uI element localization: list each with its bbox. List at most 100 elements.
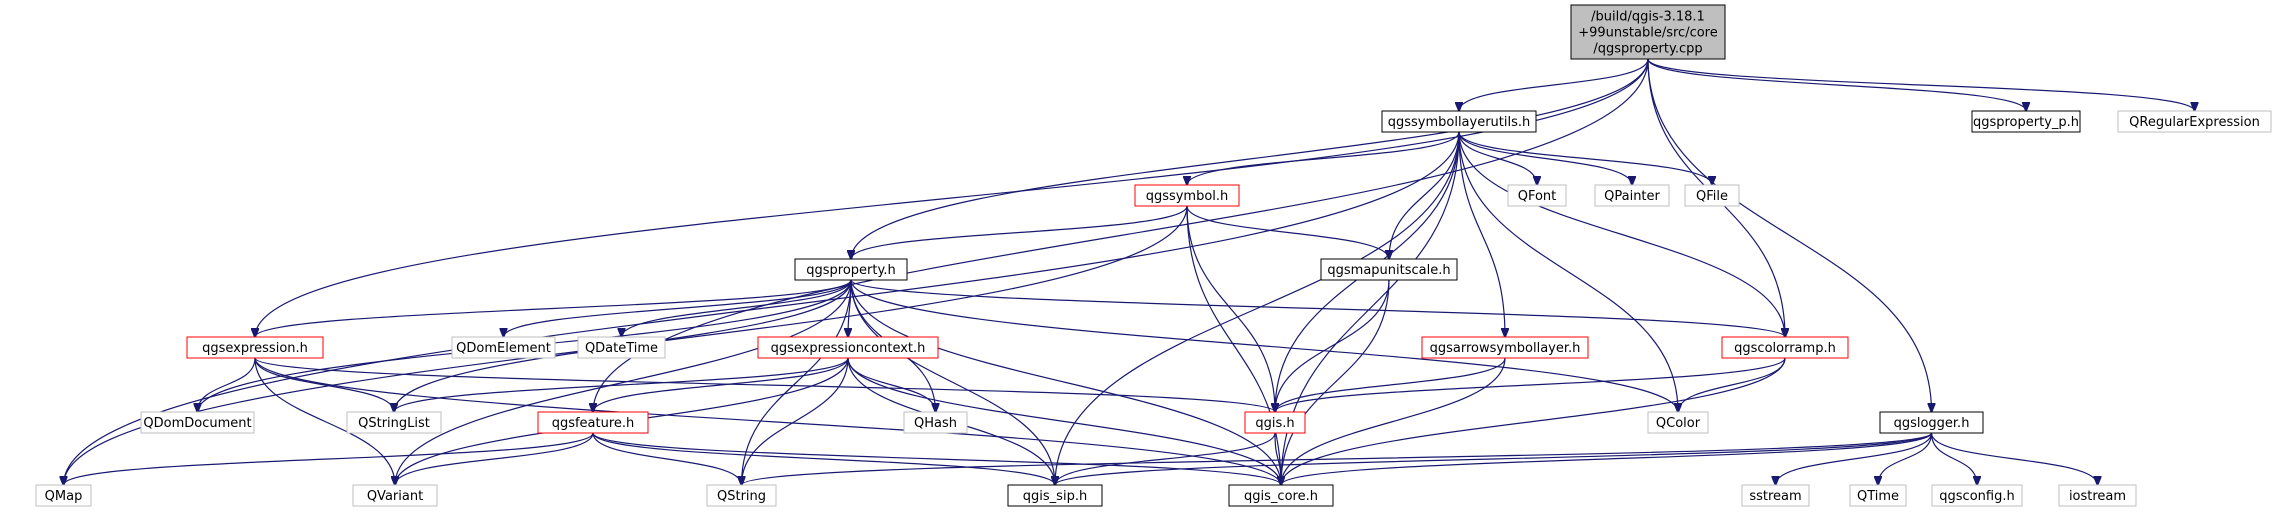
nodes-layer: /build/qgis-3.18.1+99unstable/src/core/q… — [35, 4, 2272, 507]
node-root[interactable]: /build/qgis-3.18.1+99unstable/src/core/q… — [1570, 4, 1726, 60]
node-qgsmapunitscale-h[interactable]: qgsmapunitscale.h — [1320, 258, 1458, 281]
node-box — [1320, 258, 1458, 281]
node-QDateTime[interactable]: QDateTime — [577, 336, 666, 359]
node-box — [1721, 336, 1849, 359]
node-label: QDateTime — [585, 341, 658, 356]
edge-qgsexpressioncontext_h-to-qgsfeature_h — [593, 357, 849, 412]
node-box — [706, 484, 777, 507]
node-box — [794, 258, 908, 281]
edge-qgssymbol_h-to-qgsproperty_h — [851, 205, 1188, 259]
edge-qgsexpression_h-to-QVariant — [254, 357, 395, 485]
node-box — [577, 336, 666, 359]
node-qgis-core-h[interactable]: qgis_core.h — [1228, 484, 1334, 507]
edge-qgssymbollayerutils_h-to-QFile — [1458, 131, 1712, 185]
node-qgsfeature-h[interactable]: qgsfeature.h — [537, 411, 649, 434]
edge-root-to-qgsexpression_h — [255, 58, 1649, 337]
node-QFile[interactable]: QFile — [1684, 184, 1740, 207]
edge-root-to-qgslogger_h — [1647, 58, 1932, 412]
node-qgis-h[interactable]: qgis.h — [1244, 411, 1306, 434]
node-box — [2058, 484, 2137, 507]
node-box — [1381, 110, 1537, 133]
node-label: QVariant — [367, 489, 423, 504]
edge-qgsexpression_h-to-QDomDocument — [198, 357, 256, 412]
edge-qgsfeature_h-to-qgis_core_h — [592, 432, 1281, 485]
node-QRegularExpression[interactable]: QRegularExpression — [2117, 110, 2272, 133]
node-qgsexpression-h[interactable]: qgsexpression.h — [186, 336, 324, 359]
node-box — [140, 411, 255, 434]
edge-qgis_h-to-qgis_sip_h — [1055, 432, 1276, 485]
node-label: /qgsproperty.cpp — [1593, 42, 1702, 57]
node-QColor[interactable]: QColor — [1647, 411, 1709, 434]
node-label: /build/qgis-3.18.1 — [1591, 10, 1705, 25]
edge-root-to-qgsproperty_p_h — [1647, 58, 2026, 111]
edge-qgslogger_h-to-qgis_sip_h — [1055, 432, 1933, 485]
node-label: iostream — [2069, 489, 2126, 504]
edge-qgssymbollayerutils_h-to-QFont — [1458, 131, 1537, 185]
edge-qgsfeature_h-to-QMap — [64, 432, 594, 485]
node-QFont[interactable]: QFont — [1507, 184, 1567, 207]
node-label: QMap — [45, 489, 83, 504]
node-label: qgsfeature.h — [552, 416, 635, 431]
edge-qgsmapunitscale_h-to-qgis_core_h — [1281, 279, 1390, 485]
node-qgsexpressioncontext-h[interactable]: qgsexpressioncontext.h — [757, 336, 939, 359]
edge-qgssymbollayerutils_h-to-qgis_sip_h — [1055, 131, 1460, 485]
node-qgssymbol-h[interactable]: qgssymbol.h — [1134, 184, 1240, 207]
node-label: +99unstable/src/core — [1578, 26, 1718, 41]
node-box — [1421, 336, 1589, 359]
node-QTime[interactable]: QTime — [1849, 484, 1907, 507]
node-qgscolorramp-h[interactable]: qgscolorramp.h — [1721, 336, 1849, 359]
node-label: QHash — [914, 416, 957, 431]
node-label: QString — [717, 489, 766, 504]
node-box — [1594, 184, 1670, 207]
node-QHash[interactable]: QHash — [903, 411, 968, 434]
node-qgssymbollayerutils-h[interactable]: qgssymbollayerutils.h — [1381, 110, 1537, 133]
node-label: QStringList — [358, 416, 430, 431]
edge-qgssymbollayerutils_h-to-QColor — [1458, 131, 1678, 412]
node-box — [1507, 184, 1567, 207]
node-QPainter[interactable]: QPainter — [1594, 184, 1670, 207]
node-QMap[interactable]: QMap — [35, 484, 92, 507]
edge-qgsproperty_h-to-QString — [742, 279, 852, 485]
node-sstream[interactable]: sstream — [1741, 484, 1810, 507]
node-box — [352, 484, 438, 507]
node-box — [903, 411, 968, 434]
node-QDomDocument[interactable]: QDomDocument — [140, 411, 255, 434]
node-box — [186, 336, 324, 359]
node-qgsarrowsymbollayer-h[interactable]: qgsarrowsymbollayer.h — [1421, 336, 1589, 359]
edge-qgsproperty_h-to-QVariant — [395, 279, 852, 485]
edge-qgsfeature_h-to-qgis_sip_h — [592, 432, 1055, 485]
node-label: qgsproperty_p.h — [1973, 115, 2079, 130]
node-box — [1134, 184, 1240, 207]
node-box — [1879, 411, 1984, 434]
node-QVariant[interactable]: QVariant — [352, 484, 438, 507]
edge-qgsexpression_h-to-QStringList — [254, 357, 394, 412]
node-qgis-sip-h[interactable]: qgis_sip.h — [1007, 484, 1103, 507]
node-label: sstream — [1749, 489, 1801, 504]
node-iostream[interactable]: iostream — [2058, 484, 2137, 507]
node-box — [1228, 484, 1334, 507]
edge-qgssymbollayerutils_h-to-qgsarrowsymbollayer_h — [1458, 131, 1505, 337]
edge-qgsproperty_h-to-qgis_core_h — [850, 279, 1281, 485]
edge-qgsproperty_h-to-qgscolorramp_h — [850, 279, 1785, 337]
node-box — [757, 336, 939, 359]
node-QString[interactable]: QString — [706, 484, 777, 507]
edge-qgsarrowsymbollayer_h-to-qgis_core_h — [1281, 357, 1506, 485]
node-label: qgssymbol.h — [1146, 189, 1229, 204]
node-qgsproperty-h[interactable]: qgsproperty.h — [794, 258, 908, 281]
node-QStringList[interactable]: QStringList — [346, 411, 442, 434]
node-qgslogger-h[interactable]: qgslogger.h — [1879, 411, 1984, 434]
edge-qgslogger_h-to-iostream — [1930, 432, 2098, 485]
node-qgsproperty-p-h[interactable]: qgsproperty_p.h — [1971, 110, 2081, 133]
node-box — [1570, 4, 1726, 60]
node-label: QDomDocument — [143, 416, 251, 431]
node-box — [1244, 411, 1306, 434]
node-box — [1684, 184, 1740, 207]
node-label: qgsproperty.h — [806, 263, 895, 278]
node-label: qgsarrowsymbollayer.h — [1430, 341, 1581, 356]
node-label: QColor — [1656, 416, 1701, 431]
edge-qgsexpressioncontext_h-to-QString — [742, 357, 849, 485]
edge-qgsproperty_h-to-qgsexpression_h — [255, 279, 852, 337]
node-QDomElement[interactable]: QDomElement — [451, 336, 556, 359]
node-qgsconfig-h[interactable]: qgsconfig.h — [1931, 484, 2023, 507]
